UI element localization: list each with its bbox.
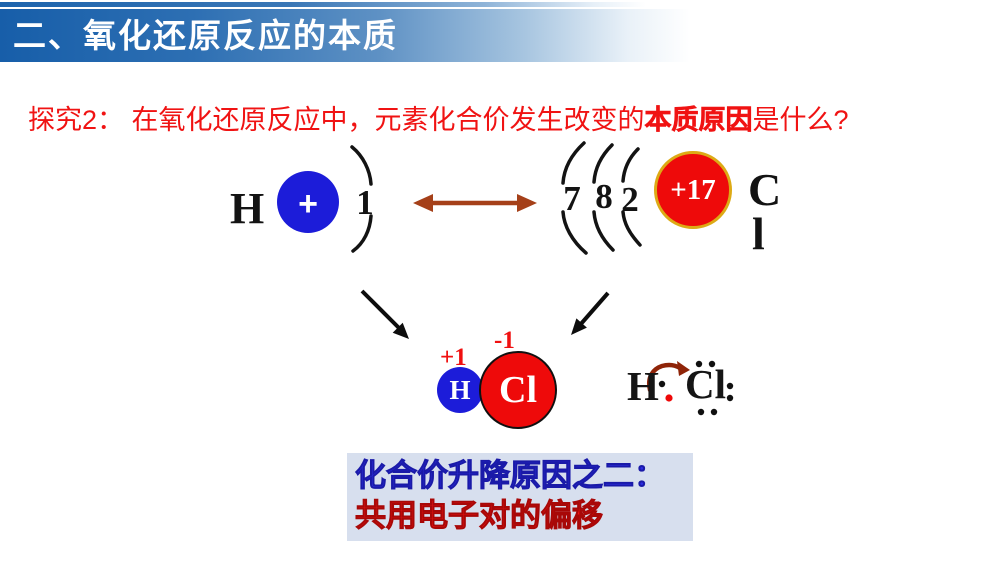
conclusion-line1: 化合价升降原因之二： — [355, 458, 666, 494]
molecule-hydrogen-atom: H — [437, 367, 483, 413]
shared-electron-red-dot — [665, 394, 673, 402]
down-arrow-right — [571, 291, 610, 335]
chlorine-shell-count-inner: 2 — [621, 180, 639, 219]
down-arrow-left — [360, 289, 409, 339]
chlorine-nucleus-charge: +17 — [670, 173, 716, 206]
question-text: 探究2： 在氧化还原反应中，元素化合价发生改变的本质原因是什么? — [28, 98, 849, 137]
conclusion-box: 化合价升降原因之二： 共用电子对的偏移 — [347, 453, 693, 541]
header-accent-strip — [0, 2, 646, 7]
chlorine-symbol-line2: l — [752, 208, 765, 259]
page-title: 二、氧化还原反应的本质 — [13, 17, 398, 54]
plus-charge-sign: + — [298, 185, 318, 223]
oxidation-state-chlorine: -1 — [494, 327, 515, 354]
hydrogen-symbol-label: H — [230, 184, 265, 233]
shared-electron-black-dot — [658, 380, 666, 388]
hydrogen-shell-electron-count: 1 — [356, 183, 374, 222]
chlorine-shell-count-outer: 7 — [563, 179, 581, 218]
conclusion-line2: 共用电子对的偏移 — [355, 498, 604, 534]
question-bold-phrase: 本质原因 — [644, 105, 753, 136]
oxidation-state-hydrogen: +1 — [440, 344, 467, 371]
question-prefix: 探究2： 在氧化还原反应中，元素化合价发生改变的 — [28, 105, 645, 135]
question-suffix: 是什么? — [752, 105, 849, 135]
chlorine-nucleus: +17 — [654, 151, 732, 229]
lewis-hydrogen-symbol: H — [627, 363, 659, 409]
double-headed-arrow — [413, 194, 537, 212]
molecule-chlorine-atom: Cl — [479, 351, 557, 429]
hydrogen-nucleus: + — [277, 171, 339, 233]
lewis-chlorine-symbol: Cl — [685, 361, 726, 407]
chlorine-symbol-line1: C — [748, 164, 782, 215]
title-banner: 二、氧化还原反应的本质 — [0, 9, 690, 62]
chlorine-shell-count-middle: 8 — [595, 177, 613, 216]
